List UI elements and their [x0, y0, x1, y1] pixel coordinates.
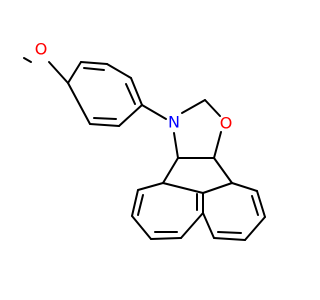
- phenyl-bond-6: [67, 82, 91, 125]
- naphthalene-bond-8: [244, 216, 266, 241]
- aryl-nitrogen-bond: [141, 104, 167, 120]
- phenyl-bond-3: [130, 77, 143, 106]
- methylene-oxygen-bond: [204, 99, 221, 117]
- naphthalene-bond-6: [231, 182, 258, 192]
- phenyl-bond-1: [80, 61, 108, 65]
- molecule-diagram: O N O: [0, 0, 300, 300]
- naphthalene-bond-9: [213, 237, 246, 241]
- phenyl-double-bond-3: [93, 117, 117, 120]
- naphthalene-bond-5: [180, 212, 204, 239]
- oxygen-carbon-bond: [213, 131, 222, 159]
- phenyl-bond-7: [67, 61, 82, 84]
- molecule-structure: O N O: [0, 0, 300, 300]
- naphthalene-bond-7: [256, 190, 266, 218]
- naphthalene-bond-4: [150, 237, 182, 240]
- carbocycle-bond-right: [213, 157, 233, 184]
- phenyl-bond-5: [89, 123, 120, 127]
- phenyl-double-bond-1: [83, 67, 105, 71]
- naphthalene-right-link: [202, 182, 233, 194]
- methyl-bond: [23, 57, 32, 63]
- naphthalene-bond-1: [137, 182, 164, 191]
- naphthalene-left-link: [162, 182, 204, 194]
- carbon-nitrogen-bond: [173, 132, 179, 159]
- naphthalene-double-bond-5: [217, 231, 242, 234]
- phenyl-double-bond-2: [125, 83, 136, 105]
- methoxy-oxygen-label: O: [35, 40, 48, 59]
- naphthalene-bond-10: [202, 212, 215, 239]
- phenyl-bond-4: [118, 104, 143, 127]
- naphthalene-bond-2: [131, 189, 139, 217]
- naphthalene-bond-3: [131, 215, 152, 240]
- ring-nitrogen-label: N: [168, 113, 180, 132]
- background: [0, 0, 300, 300]
- nitrogen-methylene-bond: [181, 99, 206, 114]
- phenyl-bond-2: [106, 63, 132, 79]
- methoxy-aryl-bond: [48, 61, 69, 84]
- naphthalene-double-bond-1: [137, 194, 144, 216]
- carbocycle-bond-left: [162, 157, 179, 184]
- naphthalene-double-bond-4: [251, 195, 259, 216]
- ring-oxygen-label: O: [220, 114, 233, 133]
